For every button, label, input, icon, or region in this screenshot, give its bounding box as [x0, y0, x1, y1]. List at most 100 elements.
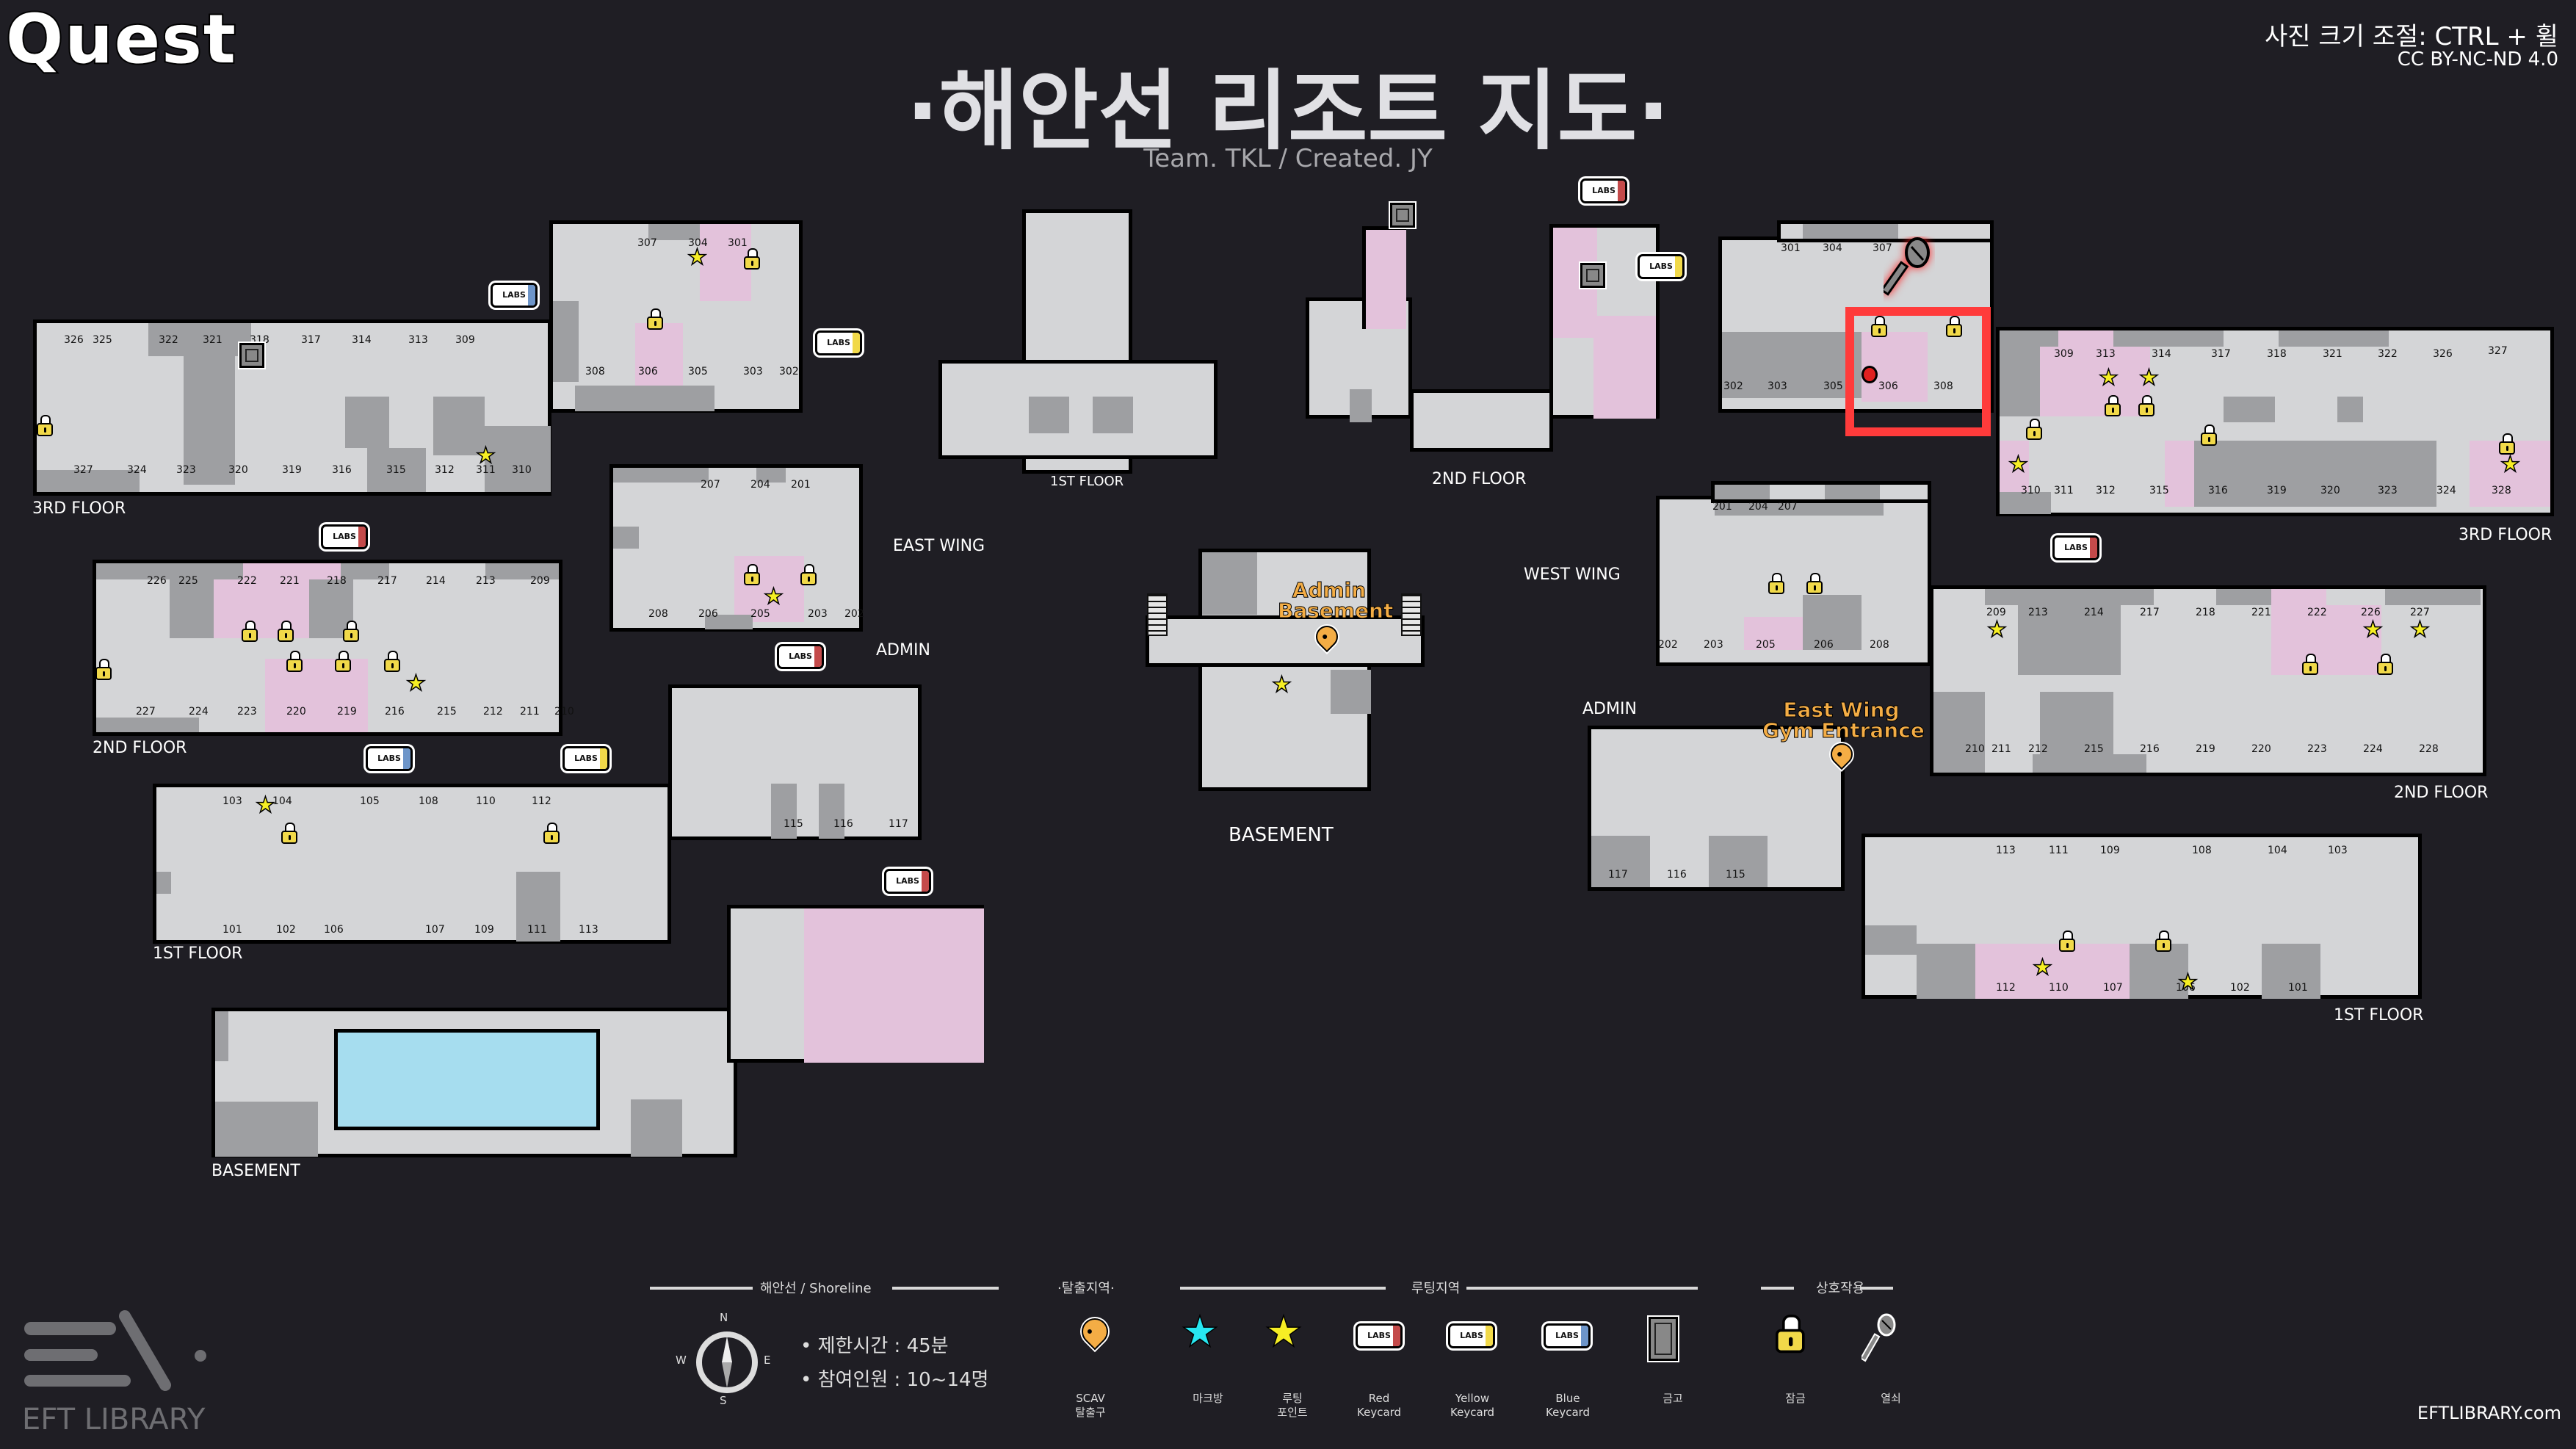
legend-loot-header: 루팅지역: [1411, 1281, 1461, 1296]
room-label: 217: [377, 575, 397, 587]
lock-icon[interactable]: [744, 248, 760, 270]
lock-icon[interactable]: [37, 415, 53, 437]
site-link[interactable]: EFTLIBRARY.com: [2417, 1403, 2561, 1423]
loot-star-icon[interactable]: ★: [1986, 618, 2007, 642]
lock-icon[interactable]: [286, 651, 303, 673]
room-label: 113: [579, 924, 598, 936]
key-icon[interactable]: [1880, 236, 1935, 296]
lock-icon[interactable]: [335, 651, 351, 673]
room-label: 227: [136, 706, 156, 718]
safe-icon[interactable]: [239, 343, 264, 368]
room-label: 115: [784, 818, 803, 830]
safe-icon[interactable]: [1580, 263, 1605, 288]
lock-icon[interactable]: [1768, 573, 1784, 595]
lock-icon[interactable]: [343, 621, 359, 643]
loot-star-icon[interactable]: ★: [1271, 673, 1292, 697]
lock-icon[interactable]: [2201, 424, 2217, 447]
yellow-keycard-icon[interactable]: LABS: [1638, 254, 1685, 279]
room-label: 110: [2049, 982, 2069, 994]
room-label: 213: [476, 575, 496, 587]
room-label: 206: [698, 608, 718, 620]
lock-icon[interactable]: [2138, 395, 2154, 417]
lock-icon: [1776, 1315, 1805, 1354]
lock-icon[interactable]: [242, 621, 258, 643]
room-label: 217: [2140, 607, 2160, 618]
room-label: 210: [1965, 743, 1985, 755]
room-label: 208: [648, 608, 668, 620]
room-label: 321: [203, 334, 222, 346]
lock-icon[interactable]: [744, 564, 760, 586]
room-label: 112: [1996, 982, 2016, 994]
lock-icon[interactable]: [2377, 654, 2393, 676]
blue-keycard-icon[interactable]: LABS: [366, 746, 413, 771]
loot-star-icon[interactable]: ★: [2500, 452, 2520, 477]
floor-label: 2ND FLOOR: [1432, 470, 1527, 488]
room-label: 313: [2096, 348, 2116, 360]
red-keycard-icon[interactable]: LABS: [777, 644, 824, 669]
loot-star-icon[interactable]: ★: [2362, 618, 2383, 642]
room-label: 212: [2028, 743, 2048, 755]
yellow-keycard-icon[interactable]: LABS: [562, 746, 609, 771]
room-label: 302: [779, 366, 799, 377]
lock-icon[interactable]: [2059, 931, 2075, 953]
room-label: 316: [332, 464, 352, 476]
loot-star-icon[interactable]: ★: [687, 245, 707, 270]
loot-star-icon[interactable]: ★: [2098, 366, 2119, 390]
lock-icon[interactable]: [2302, 654, 2318, 676]
room-label: 220: [286, 706, 306, 718]
loot-star-icon[interactable]: ★: [2138, 366, 2159, 390]
room-label: 312: [435, 464, 455, 476]
room-label: 305: [1823, 380, 1843, 392]
room-label: 117: [889, 818, 908, 830]
blue-keycard-icon[interactable]: LABS: [491, 283, 538, 308]
loot-star-icon[interactable]: ★: [2409, 618, 2430, 642]
lock-icon[interactable]: [543, 823, 560, 845]
divider: [650, 1287, 753, 1290]
room-label: 204: [750, 479, 770, 491]
lock-icon[interactable]: [1806, 573, 1823, 595]
lock-icon[interactable]: [800, 564, 817, 586]
loot-star-icon[interactable]: ★: [2008, 452, 2028, 477]
lock-icon[interactable]: [281, 823, 297, 845]
east-2f-annex-top: [1711, 481, 1931, 503]
red-keycard-icon[interactable]: LABS: [2052, 535, 2099, 560]
room-label: 226: [2361, 607, 2381, 618]
room-label: 225: [178, 575, 198, 587]
lock-icon[interactable]: [647, 308, 663, 330]
red-keycard-icon[interactable]: LABS: [321, 524, 368, 549]
red-keycard-icon[interactable]: LABS: [1580, 178, 1627, 203]
lock-icon[interactable]: [2499, 433, 2515, 455]
lock-icon[interactable]: [95, 659, 112, 681]
loot-star-icon[interactable]: ★: [763, 585, 784, 609]
loot-star-icon[interactable]: ★: [255, 793, 275, 817]
east-wing-label: EAST WING: [893, 537, 985, 555]
divider: [1860, 1287, 1893, 1290]
room-label: 221: [280, 575, 300, 587]
loot-star-icon[interactable]: ★: [2177, 970, 2198, 994]
yellow-keycard-icon[interactable]: LABS: [815, 330, 862, 355]
room-label: 207: [701, 479, 720, 491]
lock-icon[interactable]: [2155, 931, 2171, 953]
room-label: 224: [189, 706, 209, 718]
red-keycard-icon[interactable]: LABS: [884, 869, 931, 894]
loot-star-icon[interactable]: ★: [475, 444, 496, 468]
lock-icon[interactable]: [1946, 316, 1962, 338]
lock-icon[interactable]: [2105, 395, 2121, 417]
floor-label: 1ST FLOOR: [2334, 1006, 2424, 1025]
loot-star-icon[interactable]: ★: [405, 671, 426, 695]
east-1f-building: [1862, 834, 2422, 999]
safe-icon[interactable]: [1390, 203, 1415, 228]
room-label: 111: [527, 924, 547, 936]
lock-icon[interactable]: [2026, 419, 2042, 441]
lock-icon[interactable]: [384, 651, 400, 673]
lock-icon[interactable]: [278, 621, 294, 643]
extract-label: East Wing Gym Entrance: [1762, 698, 1925, 742]
eft-library-wordmark: EFT LIBRARY: [22, 1403, 206, 1437]
room-label: 316: [2208, 485, 2228, 496]
loot-star-icon[interactable]: ★: [2032, 955, 2052, 980]
room-label: 222: [2307, 607, 2327, 618]
lock-icon[interactable]: [1871, 316, 1887, 338]
legend-label: Red Keycard: [1357, 1392, 1402, 1419]
room-label: 317: [2211, 348, 2231, 360]
room-label: 213: [2028, 607, 2048, 618]
